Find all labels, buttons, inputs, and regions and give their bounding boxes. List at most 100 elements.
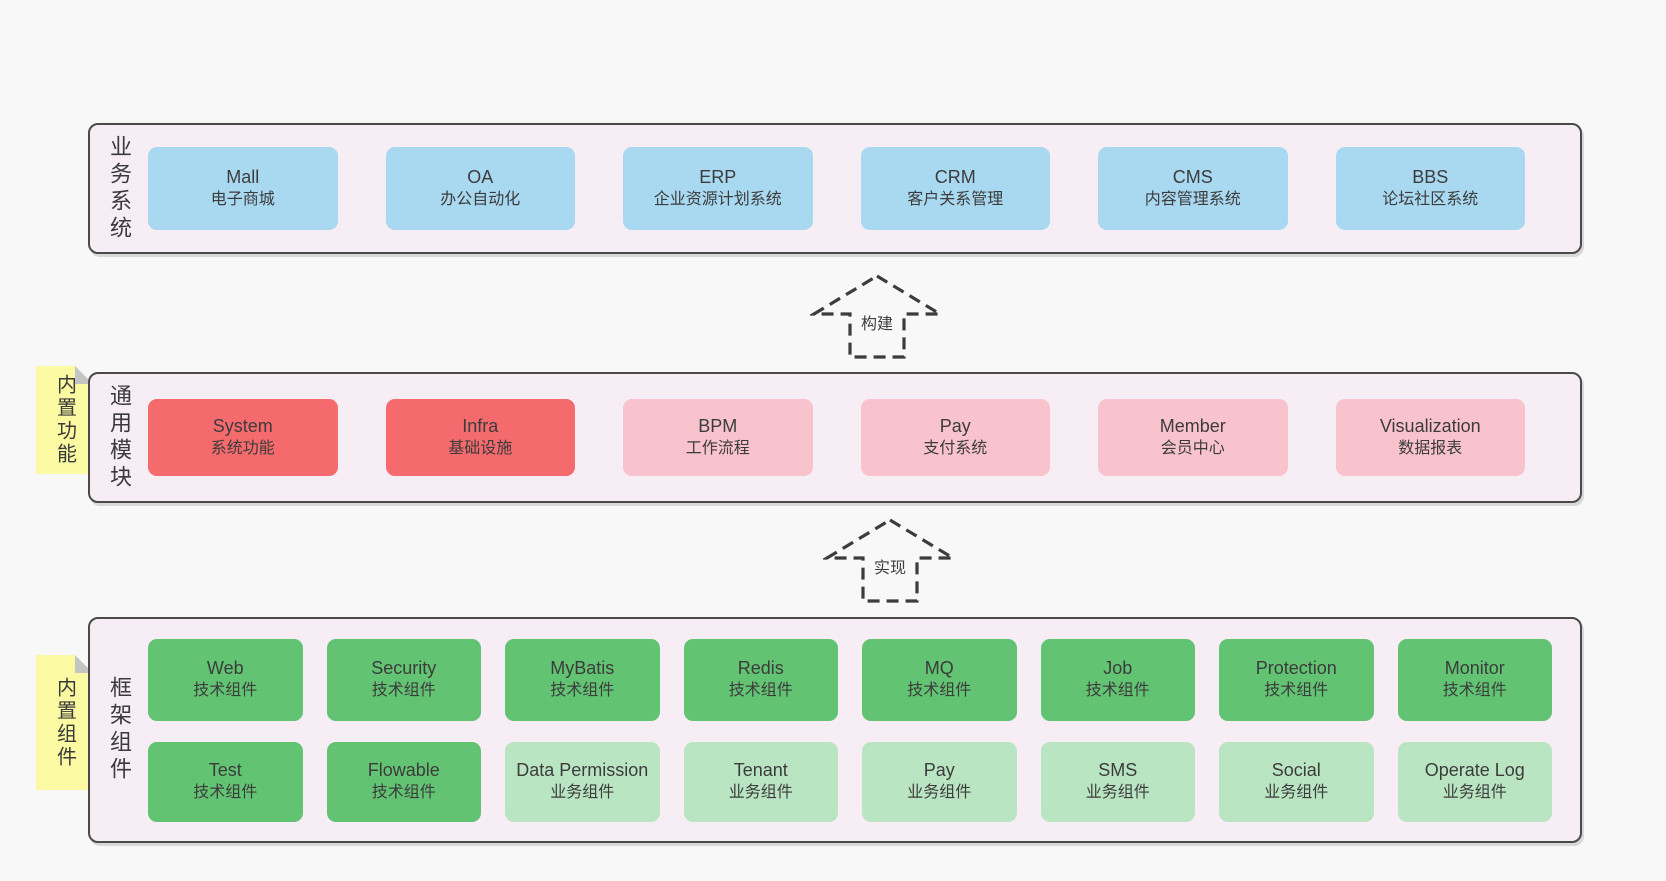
framework-components-row-1: Web 技术组件 Security 技术组件 MyBatis 技术组件 Redi… — [148, 638, 1552, 721]
box-desc: 业务组件 — [1085, 784, 1150, 802]
box-name: System — [212, 416, 273, 436]
component-box-flowable: Flowable 技术组件 — [326, 741, 481, 822]
box-desc: 业务组件 — [728, 784, 793, 802]
box-name: Redis — [737, 658, 784, 678]
system-box-cms: CMS 内容管理系统 — [1098, 147, 1288, 230]
module-box-member: Member 会员中心 — [1098, 399, 1288, 476]
layer-label-business-systems: 业务系统 — [107, 134, 132, 243]
box-name: Data Permission — [516, 760, 649, 780]
box-desc: 业务组件 — [1264, 784, 1329, 802]
up-block-arrow-icon — [823, 518, 957, 603]
build-arrow-icon: 构建 — [810, 273, 944, 360]
layer-common-modules: 通用模块 System 系统功能 Infra 基础设施 BPM 工作流程 Pay… — [88, 372, 1582, 503]
component-box-sms: SMS 业务组件 — [1040, 741, 1195, 822]
box-name: Tenant — [733, 760, 788, 780]
box-desc: 业务组件 — [1442, 784, 1507, 802]
component-box-tenant: Tenant 业务组件 — [683, 741, 838, 822]
box-name: ERP — [699, 167, 737, 187]
layer-label-framework-components: 框架组件 — [107, 676, 132, 784]
box-name: Security — [371, 658, 437, 678]
layer-business-systems: 业务系统 Mall 电子商城 OA 办公自动化 ERP 企业资源计划系统 CRM… — [88, 123, 1582, 254]
layer-framework-components: 框架组件 Web 技术组件 Security 技术组件 MyBatis 技术组件… — [88, 617, 1582, 843]
box-desc: 论坛社区系统 — [1382, 191, 1479, 209]
component-box-mybatis: MyBatis 技术组件 — [505, 638, 660, 721]
sticky-label: 内置功能 — [53, 374, 76, 466]
box-desc: 业务组件 — [550, 784, 615, 802]
component-box-social: Social 业务组件 — [1219, 741, 1374, 822]
box-name: Job — [1103, 658, 1133, 678]
box-desc: 技术组件 — [371, 682, 436, 700]
module-box-pay: Pay 支付系统 — [860, 399, 1050, 476]
implement-arrow-label: 实现 — [871, 553, 909, 578]
box-name: Pay — [923, 760, 955, 780]
component-box-data-permission: Data Permission 业务组件 — [505, 741, 660, 822]
component-box-monitor: Monitor 技术组件 — [1397, 638, 1552, 721]
box-desc: 工作流程 — [685, 440, 750, 458]
component-box-protection: Protection 技术组件 — [1219, 638, 1374, 721]
box-name: Pay — [939, 416, 971, 436]
box-desc: 内容管理系统 — [1144, 191, 1241, 209]
component-box-test: Test 技术组件 — [148, 741, 303, 822]
box-name: Web — [206, 658, 244, 678]
box-desc: 电子商城 — [210, 191, 275, 209]
box-desc: 技术组件 — [1085, 682, 1150, 700]
box-name: Operate Log — [1424, 760, 1525, 780]
box-name: Infra — [462, 416, 499, 436]
system-box-bbs: BBS 论坛社区系统 — [1335, 147, 1525, 230]
sticky-built-in-components: 内置组件 — [36, 655, 93, 790]
system-box-crm: CRM 客户关系管理 — [860, 147, 1050, 230]
component-box-mq: MQ 技术组件 — [862, 638, 1017, 721]
box-desc: 支付系统 — [923, 440, 988, 458]
implement-arrow-icon: 实现 — [823, 517, 957, 604]
box-desc: 技术组件 — [193, 682, 258, 700]
module-box-infra: Infra 基础设施 — [385, 399, 575, 476]
box-name: OA — [467, 167, 494, 187]
box-name: BPM — [698, 416, 738, 436]
box-name: MQ — [924, 658, 954, 678]
framework-components-row-2: Test 技术组件 Flowable 技术组件 Data Permission … — [148, 741, 1552, 822]
box-name: MyBatis — [550, 658, 615, 678]
box-desc: 技术组件 — [193, 784, 258, 802]
box-desc: 客户关系管理 — [907, 191, 1004, 209]
box-desc: 会员中心 — [1160, 440, 1225, 458]
box-name: Member — [1159, 416, 1226, 436]
sticky-label: 内置组件 — [53, 676, 76, 769]
system-box-mall: Mall 电子商城 — [148, 147, 338, 230]
box-desc: 技术组件 — [371, 784, 436, 802]
business-systems-box-row: Mall 电子商城 OA 办公自动化 ERP 企业资源计划系统 CRM 客户关系… — [148, 147, 1580, 230]
box-name: SMS — [1098, 760, 1138, 780]
box-name: Visualization — [1379, 416, 1481, 436]
sticky-built-in-features: 内置功能 — [36, 366, 93, 474]
system-box-erp: ERP 企业资源计划系统 — [623, 147, 813, 230]
component-box-web: Web 技术组件 — [148, 638, 303, 721]
box-desc: 数据报表 — [1398, 440, 1463, 458]
module-box-bpm: BPM 工作流程 — [623, 399, 813, 476]
module-box-visualization: Visualization 数据报表 — [1335, 399, 1525, 476]
box-desc: 基础设施 — [448, 440, 513, 458]
component-box-security: Security 技术组件 — [326, 638, 481, 721]
framework-components-grid: Web 技术组件 Security 技术组件 MyBatis 技术组件 Redi… — [148, 638, 1580, 822]
component-box-redis: Redis 技术组件 — [683, 638, 838, 721]
box-name: Social — [1271, 760, 1321, 780]
box-desc: 技术组件 — [728, 682, 793, 700]
box-desc: 系统功能 — [210, 440, 275, 458]
up-block-arrow-icon — [810, 274, 944, 359]
component-box-pay: Pay 业务组件 — [862, 741, 1017, 822]
box-desc: 办公自动化 — [440, 191, 521, 209]
box-name: CMS — [1172, 167, 1213, 187]
box-name: Test — [208, 760, 242, 780]
box-name: Protection — [1255, 658, 1337, 678]
module-box-system: System 系统功能 — [148, 399, 338, 476]
box-desc: 技术组件 — [1264, 682, 1329, 700]
box-name: Monitor — [1444, 658, 1505, 678]
box-desc: 技术组件 — [907, 682, 972, 700]
system-box-oa: OA 办公自动化 — [385, 147, 575, 230]
box-name: Flowable — [367, 760, 440, 780]
layer-label-common-modules: 通用模块 — [107, 383, 132, 492]
box-desc: 技术组件 — [1442, 682, 1507, 700]
box-name: Mall — [226, 167, 260, 187]
box-desc: 技术组件 — [550, 682, 615, 700]
box-desc: 企业资源计划系统 — [653, 191, 782, 209]
box-name: CRM — [934, 167, 976, 187]
box-name: BBS — [1412, 167, 1449, 187]
